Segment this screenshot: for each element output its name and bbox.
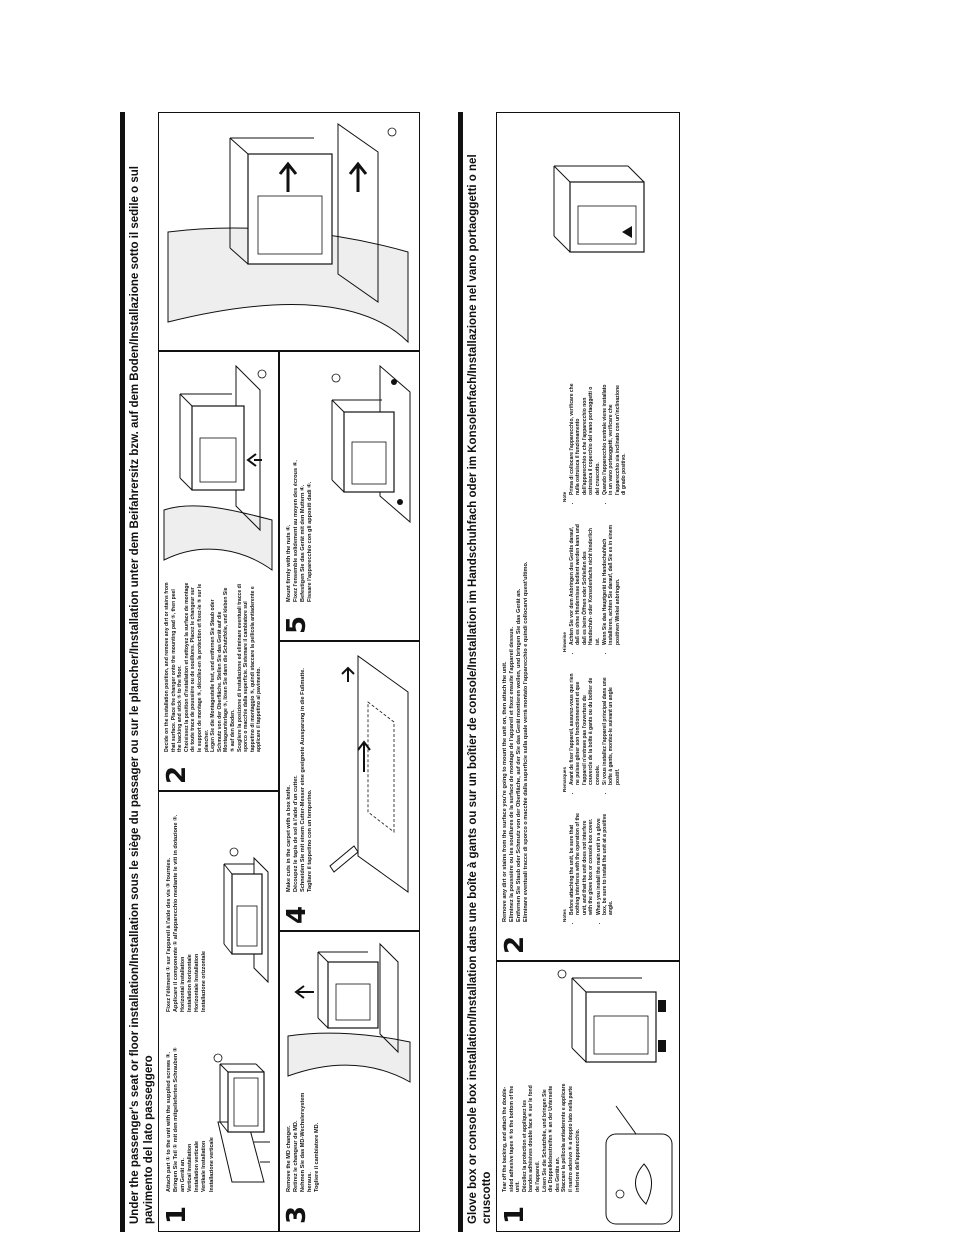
cut-carpet-illustration: [329, 655, 409, 893]
mount-nuts-illustration: [331, 364, 411, 524]
remove-changer-illustration: [287, 942, 411, 1083]
step-text: Decide on the installation position, and…: [164, 582, 263, 752]
step-2: 2 Decide on the installation position, a…: [158, 352, 278, 792]
floor-mount-illustration: [163, 364, 273, 571]
notes-list: Prima di collocare l'apparecchio, verifi…: [569, 382, 628, 502]
seat-floor-illustration: [167, 123, 409, 344]
section-rule: [458, 112, 463, 1232]
step-number: 2: [162, 765, 192, 784]
unit-with-tapes-illustration: [557, 969, 666, 1063]
step-text: Tear off the backing, and attach the dou…: [502, 1083, 581, 1192]
step-text-right: Fixez l'élément ① sur l'appareil à l'aid…: [166, 814, 208, 1012]
glove-box-installation-section: Glove box or console box installation/In…: [458, 112, 680, 1232]
notes-de: Hinweise Achten Sie vor dem Anbringen de…: [562, 522, 622, 652]
notes-en: Notes Before attaching the unit, be sure…: [562, 812, 616, 922]
step-number: 1: [162, 1205, 192, 1224]
step-number: 5: [282, 615, 312, 634]
section-title: Glove box or console box installation/In…: [467, 154, 493, 1224]
glove-step-2: 2 Remove any dirt or stains from the sur…: [496, 112, 680, 962]
step-number: 4: [282, 905, 312, 924]
step-text: Make cuts in the carpet with a box knife…: [286, 668, 314, 892]
glove-step-1: 1 Tear off the backing, and attach the d…: [496, 962, 680, 1232]
step-5: 5 Mount firmly with the nuts ④. Fixez l'…: [278, 352, 420, 642]
step-number: 1: [500, 1205, 530, 1224]
glove-box-unit-illustration: [553, 165, 645, 253]
step-text: Remove any dirt or stains from the surfa…: [502, 561, 530, 922]
step-4: 4 Make cuts in the carpet with a box kni…: [278, 642, 420, 932]
step-1: 1 Attach part ① to the unit with the sup…: [158, 792, 278, 1232]
notes-fr: Remarques Avant de fixer l'appareil, ass…: [562, 672, 622, 792]
step-text: Remove the MD changer. Retirez le change…: [286, 1092, 321, 1192]
notes-list: Before attaching the unit, be sure that …: [569, 812, 615, 922]
step-number: 3: [282, 1205, 312, 1224]
adhesive-tape-illustration: [605, 1105, 673, 1225]
step-text: Mount firmly with the nuts ④. Fixez l'en…: [286, 460, 314, 602]
step-3: 3 Remove the MD changer. Retirez le chan…: [278, 932, 420, 1232]
step-text-left: Attach part ① to the unit with the suppl…: [166, 1047, 215, 1192]
section-title: Under the passenger's seat or floor inst…: [129, 166, 155, 1224]
horizontal-mount-illustration: [223, 847, 269, 984]
notes-list: Avant de fixer l'appareil, assurez-vous …: [569, 672, 621, 792]
floor-overview: [158, 112, 420, 352]
notes-list: Achten Sie vor dem Anbringen des Geräts …: [569, 522, 621, 652]
instruction-sheet: Under the passenger's seat or floor inst…: [120, 112, 680, 1232]
notes-it: Note Prima di collocare l'apparecchio, v…: [562, 382, 629, 502]
step-number: 2: [500, 935, 530, 954]
vertical-mount-illustration: [213, 1053, 270, 1183]
section-rule: [120, 112, 125, 1232]
floor-installation-section: Under the passenger's seat or floor inst…: [120, 112, 420, 1232]
